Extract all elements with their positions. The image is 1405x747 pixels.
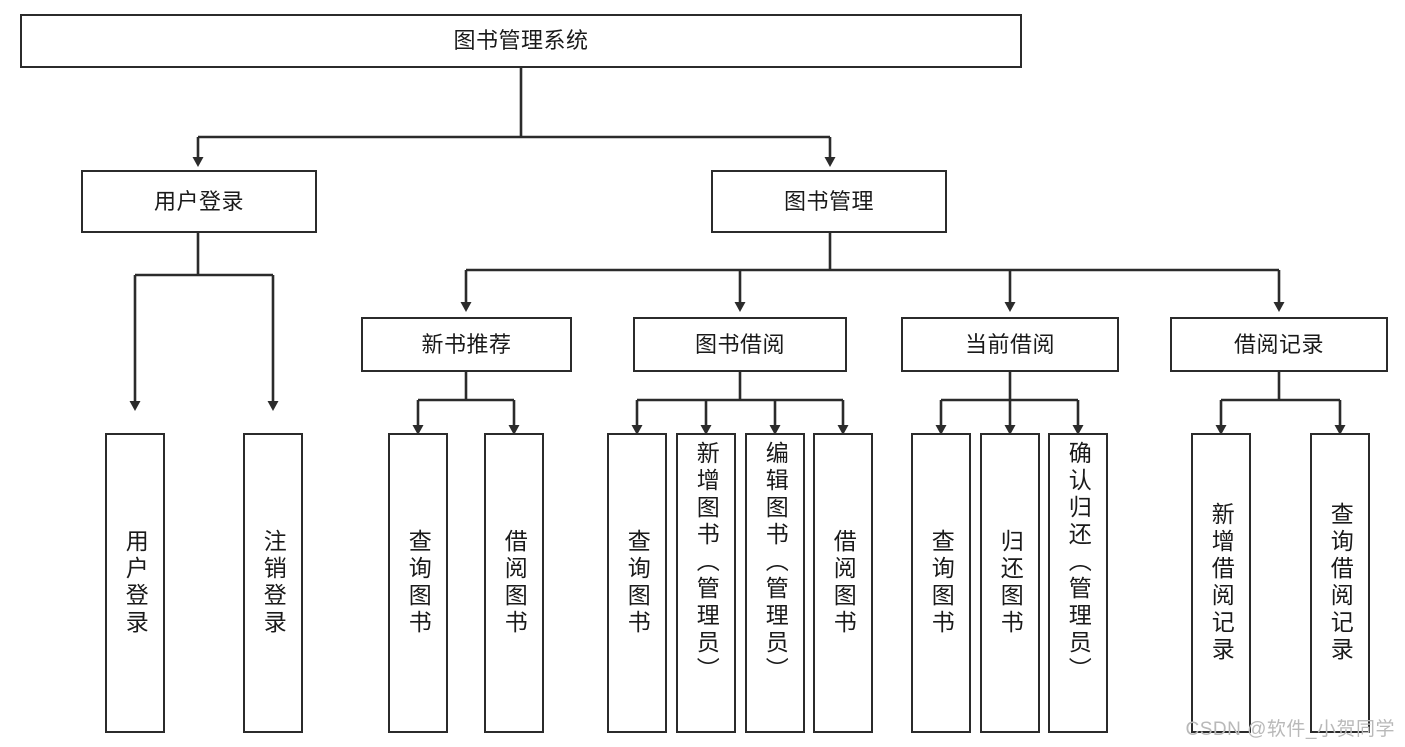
node-book-borrow[interactable]: 图书借阅 xyxy=(633,317,847,372)
node-leaf-logout-label: 注销登录 xyxy=(260,529,287,637)
node-book-management-label: 图书管理 xyxy=(783,188,874,214)
node-book-borrow-label: 图书借阅 xyxy=(694,331,785,357)
node-leaf-query-book-1[interactable]: 查询图书 xyxy=(388,433,448,733)
node-leaf-query-book-1-label: 查询图书 xyxy=(405,529,432,637)
node-leaf-borrow-book-1[interactable]: 借阅图书 xyxy=(484,433,544,733)
watermark: CSDN @软件_小贺同学 xyxy=(1185,719,1395,740)
node-leaf-confirm-return-label: 确认归还（管理员） xyxy=(1065,441,1092,684)
node-leaf-query-book-3-label: 查询图书 xyxy=(928,529,955,637)
node-leaf-query-book-3[interactable]: 查询图书 xyxy=(911,433,971,733)
node-borrow-record[interactable]: 借阅记录 xyxy=(1170,317,1388,372)
node-user-login-label: 用户登录 xyxy=(153,188,244,214)
node-root[interactable]: 图书管理系统 xyxy=(20,14,1022,68)
node-leaf-return-book[interactable]: 归还图书 xyxy=(980,433,1040,733)
node-leaf-query-book-2[interactable]: 查询图书 xyxy=(607,433,667,733)
node-root-label: 图书管理系统 xyxy=(453,28,589,54)
node-new-book-recommend[interactable]: 新书推荐 xyxy=(361,317,572,372)
node-leaf-add-record-label: 新增借阅记录 xyxy=(1208,502,1235,664)
node-leaf-add-record[interactable]: 新增借阅记录 xyxy=(1191,433,1251,733)
node-leaf-return-book-label: 归还图书 xyxy=(997,529,1024,637)
node-new-book-recommend-label: 新书推荐 xyxy=(421,331,512,357)
node-leaf-borrow-book-2[interactable]: 借阅图书 xyxy=(813,433,873,733)
node-current-borrow[interactable]: 当前借阅 xyxy=(901,317,1119,372)
node-leaf-query-book-2-label: 查询图书 xyxy=(624,529,651,637)
node-leaf-add-book-label: 新增图书（管理员） xyxy=(693,441,720,684)
node-leaf-edit-book[interactable]: 编辑图书（管理员） xyxy=(745,433,805,733)
node-book-management[interactable]: 图书管理 xyxy=(711,170,947,233)
node-user-login[interactable]: 用户登录 xyxy=(81,170,317,233)
node-leaf-query-record[interactable]: 查询借阅记录 xyxy=(1310,433,1370,733)
node-leaf-query-record-label: 查询借阅记录 xyxy=(1327,502,1354,664)
node-borrow-record-label: 借阅记录 xyxy=(1233,331,1324,357)
node-leaf-borrow-book-1-label: 借阅图书 xyxy=(501,529,528,637)
node-current-borrow-label: 当前借阅 xyxy=(964,331,1055,357)
node-leaf-user-login[interactable]: 用户登录 xyxy=(105,433,165,733)
node-leaf-borrow-book-2-label: 借阅图书 xyxy=(830,529,857,637)
node-leaf-edit-book-label: 编辑图书（管理员） xyxy=(762,441,789,684)
node-leaf-user-login-label: 用户登录 xyxy=(122,529,149,637)
node-leaf-add-book[interactable]: 新增图书（管理员） xyxy=(676,433,736,733)
node-leaf-logout[interactable]: 注销登录 xyxy=(243,433,303,733)
node-leaf-confirm-return[interactable]: 确认归还（管理员） xyxy=(1048,433,1108,733)
